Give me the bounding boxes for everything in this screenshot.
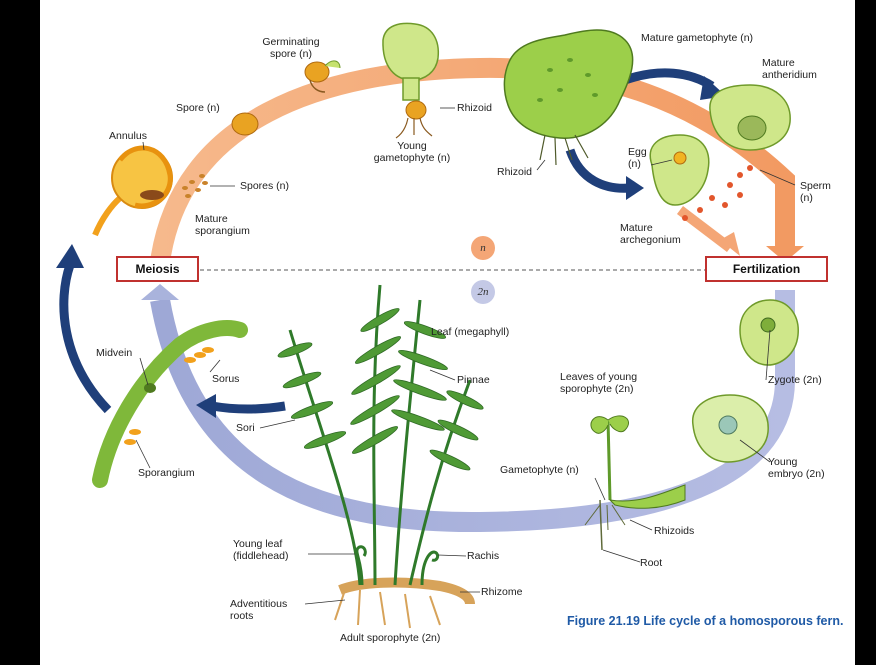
sori-arrowhead	[196, 394, 216, 418]
haploid-cycle-arrow	[150, 57, 795, 264]
label-sperm: Sperm (n)	[800, 180, 831, 204]
label-germinating-spore: Germinating spore (n)	[262, 36, 320, 60]
label-rhizome: Rhizome	[481, 586, 523, 598]
label-leaf: Leaf (megaphyll)	[431, 326, 510, 338]
label-rachis: Rachis	[467, 550, 500, 562]
label-rhizoid-top: Rhizoid	[457, 102, 493, 114]
mature-archegonium-illustration	[649, 134, 710, 206]
young-sporophyte-illustration	[584, 415, 686, 551]
label-adult-sporophyte: Adult sporophyte (2n)	[340, 632, 441, 644]
released-spores	[182, 174, 208, 198]
label-gametophyte: Gametophyte (n)	[500, 464, 579, 476]
sori-detail-arrow	[211, 401, 286, 414]
label-mature-sporangium: Mature sporangium	[195, 213, 250, 237]
figure-canvas: Germinating spore (n) Spore (n) Annulus …	[40, 0, 855, 665]
label-young-gametophyte: Young gametophyte (n)	[373, 140, 451, 164]
egg-arrowhead	[720, 232, 740, 256]
label-spores: Spores (n)	[240, 180, 290, 192]
label-leaves-young-sporophyte: Leaves of young sporophyte (2n)	[560, 371, 638, 395]
adult-sporophyte-illustration	[277, 284, 484, 629]
sperm-cells	[682, 165, 753, 221]
spore-illustration	[231, 112, 259, 136]
label-mature-antheridium: Mature antheridium	[762, 57, 817, 81]
fern-life-cycle-diagram	[56, 22, 804, 629]
label-egg: Egg (n)	[628, 146, 647, 170]
diploid-marker: 2n	[471, 280, 495, 304]
label-mature-archegonium: Mature archegonium	[620, 222, 681, 246]
label-sporangium: Sporangium	[138, 467, 195, 479]
diploid-arrowhead	[141, 284, 179, 300]
mature-gametophyte-illustration	[503, 29, 634, 166]
fertilization-box: Fertilization	[705, 256, 828, 282]
label-young-embryo: Young embryo (2n)	[768, 456, 825, 480]
sporangium-arrowhead	[56, 244, 84, 268]
label-rhizoid-mid: Rhizoid	[497, 166, 533, 178]
label-midvein: Midvein	[96, 347, 133, 359]
label-root: Root	[640, 557, 663, 569]
germinating-spore-illustration	[304, 60, 341, 93]
label-sori: Sori	[236, 422, 255, 434]
leader-lines	[135, 107, 796, 605]
mature-antheridium-illustration	[709, 84, 791, 151]
label-mature-gametophyte: Mature gametophyte (n)	[641, 32, 754, 44]
label-zygote: Zygote (2n)	[768, 374, 822, 386]
zygote-illustration	[739, 299, 799, 366]
archegonium-arrowhead	[626, 176, 644, 200]
label-annulus: Annulus	[109, 130, 147, 142]
young-gametophyte-illustration	[382, 22, 440, 139]
label-spore: Spore (n)	[176, 102, 220, 114]
label-young-leaf: Young leaf (fiddlehead)	[233, 538, 289, 562]
sorus-detail-illustration	[92, 320, 248, 488]
young-embryo-illustration	[692, 394, 769, 463]
mature-sporangium-illustration	[92, 145, 173, 237]
label-adventitious-roots: Adventitious roots	[230, 598, 288, 622]
gametophyte-to-archegonium-arrow	[565, 148, 631, 193]
label-rhizoids: Rhizoids	[654, 525, 695, 537]
sporangium-to-meiosis-arrow	[59, 263, 112, 414]
egg-to-fertilization-arrow	[676, 206, 734, 252]
meiosis-box: Meiosis	[116, 256, 199, 282]
haploid-marker: n	[471, 236, 495, 260]
haploid-arrowhead	[766, 246, 804, 262]
label-pinnae: Pinnae	[457, 374, 490, 386]
figure-caption: Figure 21.19 Life cycle of a homosporous…	[567, 614, 844, 628]
label-sorus: Sorus	[212, 373, 240, 385]
